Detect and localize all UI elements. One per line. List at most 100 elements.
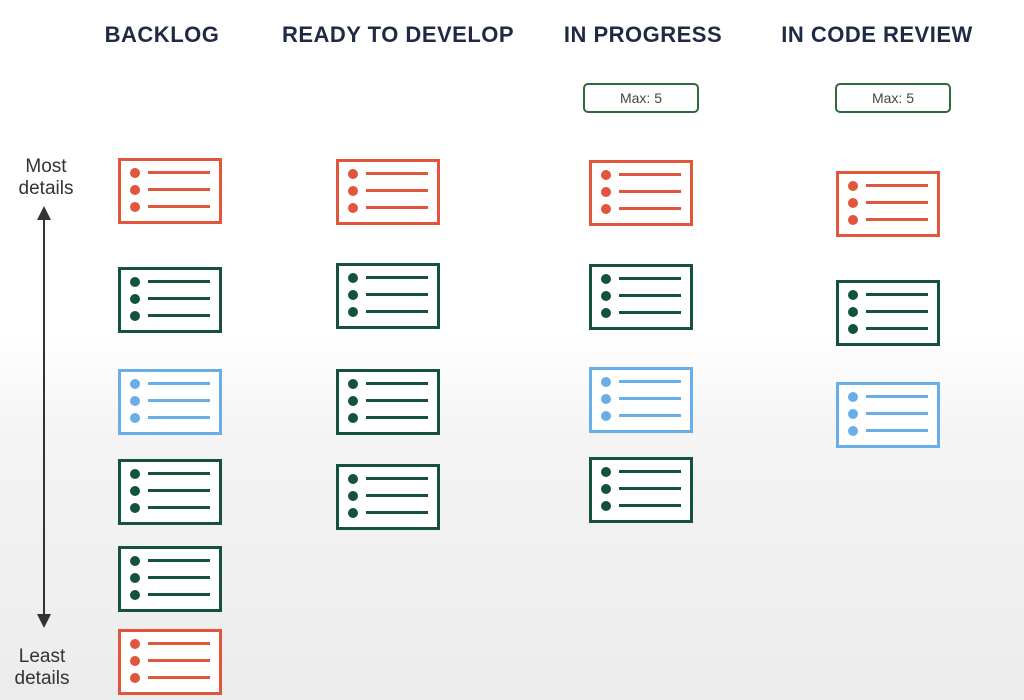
bullet-icon [601, 377, 611, 387]
text-line [619, 414, 681, 417]
card-list-row [130, 311, 216, 321]
card-list-row [848, 426, 934, 436]
text-line [366, 189, 428, 192]
bullet-icon [348, 290, 358, 300]
card-in-code-review-2[interactable] [836, 280, 940, 346]
bullet-icon [601, 187, 611, 197]
bullet-icon [348, 474, 358, 484]
card-list-row [130, 277, 216, 287]
card-list-row [130, 469, 216, 479]
card-backlog-6[interactable] [118, 629, 222, 695]
card-list-row [601, 411, 687, 421]
bullet-icon [848, 426, 858, 436]
text-line [148, 205, 210, 208]
column-title-in-code-review: IN CODE REVIEW [781, 22, 973, 47]
card-list-row [348, 307, 434, 317]
card-list-row [601, 204, 687, 214]
card-list-row [348, 379, 434, 389]
bullet-icon [848, 409, 858, 419]
text-line [366, 206, 428, 209]
column-title-backlog: BACKLOG [104, 22, 220, 47]
card-ready-to-develop-1[interactable] [336, 159, 440, 225]
card-list-row [848, 392, 934, 402]
bullet-icon [130, 294, 140, 304]
bullet-icon [348, 273, 358, 283]
card-backlog-4[interactable] [118, 459, 222, 525]
text-line [866, 412, 928, 415]
text-line [866, 184, 928, 187]
card-in-progress-1[interactable] [589, 160, 693, 226]
text-line [148, 472, 210, 475]
bullet-icon [601, 308, 611, 318]
bullet-icon [130, 486, 140, 496]
card-list-row [601, 501, 687, 511]
card-backlog-1[interactable] [118, 158, 222, 224]
card-list-row [348, 203, 434, 213]
text-line [148, 382, 210, 385]
text-line [366, 511, 428, 514]
bullet-icon [130, 168, 140, 178]
card-list-row [601, 394, 687, 404]
bullet-icon [130, 673, 140, 683]
bullet-icon [848, 181, 858, 191]
card-list-row [348, 491, 434, 501]
text-line [148, 489, 210, 492]
text-line [148, 506, 210, 509]
card-backlog-2[interactable] [118, 267, 222, 333]
axis-bottom-label-line2: details [14, 668, 70, 689]
text-line [619, 380, 681, 383]
card-ready-to-develop-4[interactable] [336, 464, 440, 530]
card-list-row [130, 413, 216, 423]
column-title-ready-to-develop: READY TO DEVELOP [281, 22, 515, 47]
card-list-row [848, 181, 934, 191]
card-backlog-5[interactable] [118, 546, 222, 612]
bullet-icon [601, 274, 611, 284]
text-line [148, 576, 210, 579]
axis-bottom-label: Least details [4, 646, 80, 690]
bullet-icon [130, 573, 140, 583]
card-list-row [848, 215, 934, 225]
card-list-row [848, 409, 934, 419]
text-line [619, 311, 681, 314]
text-line [148, 659, 210, 662]
axis-top-label-line2: details [18, 178, 74, 199]
text-line [366, 494, 428, 497]
card-in-code-review-1[interactable] [836, 171, 940, 237]
card-in-code-review-3[interactable] [836, 382, 940, 448]
card-list-row [130, 202, 216, 212]
bullet-icon [601, 204, 611, 214]
card-list-row [130, 486, 216, 496]
bullet-icon [130, 469, 140, 479]
bullet-icon [130, 379, 140, 389]
bullet-icon [130, 590, 140, 600]
bullet-icon [601, 291, 611, 301]
card-in-progress-4[interactable] [589, 457, 693, 523]
text-line [366, 382, 428, 385]
text-line [619, 294, 681, 297]
bullet-icon [348, 169, 358, 179]
card-in-progress-3[interactable] [589, 367, 693, 433]
text-line [619, 190, 681, 193]
bullet-icon [601, 170, 611, 180]
bullet-icon [130, 185, 140, 195]
card-backlog-3[interactable] [118, 369, 222, 435]
bullet-icon [601, 411, 611, 421]
card-list-row [130, 294, 216, 304]
text-line [148, 297, 210, 300]
text-line [866, 429, 928, 432]
text-line [619, 277, 681, 280]
text-line [866, 310, 928, 313]
card-in-progress-2[interactable] [589, 264, 693, 330]
text-line [366, 276, 428, 279]
card-list-row [348, 290, 434, 300]
text-line [619, 504, 681, 507]
card-list-row [348, 508, 434, 518]
card-list-row [848, 324, 934, 334]
bullet-icon [348, 379, 358, 389]
card-list-row [848, 290, 934, 300]
card-list-row [130, 673, 216, 683]
card-ready-to-develop-2[interactable] [336, 263, 440, 329]
text-line [148, 642, 210, 645]
bullet-icon [130, 413, 140, 423]
card-ready-to-develop-3[interactable] [336, 369, 440, 435]
